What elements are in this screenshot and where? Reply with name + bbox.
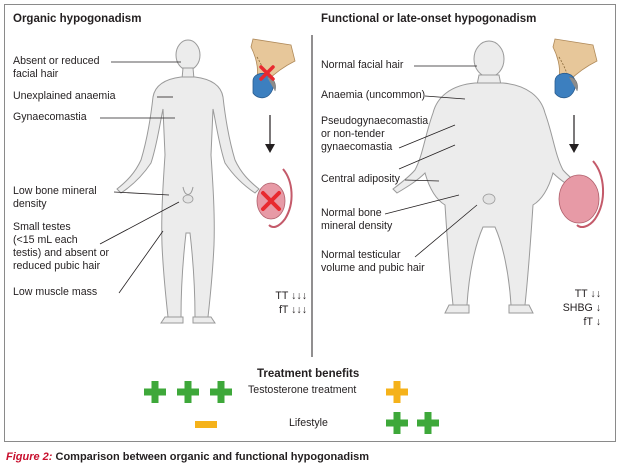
testosterone-treatment-label: Testosterone treatment (248, 384, 357, 396)
lean-right-foot (192, 316, 216, 324)
obese-right-foot (508, 304, 534, 314)
plus-icon (144, 381, 166, 403)
right-label: volume and pubic hair (321, 262, 425, 274)
left-label: Gynaecomastia (13, 111, 87, 123)
left-label: density (13, 198, 47, 210)
right-label: Central adiposity (321, 173, 400, 185)
right-hormone: SHBG ↓ (562, 302, 601, 314)
plus-icon (417, 412, 439, 434)
left-label: (<15 mL each (13, 234, 78, 246)
arrow-down-icon-left (265, 115, 275, 153)
lean-body-figure (116, 39, 260, 324)
left-label: testis) and absent or (13, 247, 109, 259)
right-label: or non-tender (321, 128, 385, 140)
lean-testes (182, 194, 194, 204)
testosterone-organic-pluses (144, 381, 232, 403)
left-title: Organic hypogonadism (13, 13, 142, 25)
minus-icon (195, 421, 217, 428)
figure-caption: Figure 2: Comparison between organic and… (6, 451, 369, 463)
left-label: Unexplained anaemia (13, 90, 116, 102)
figure-label: Figure 2: (6, 451, 53, 463)
figure-artwork (99, 35, 605, 434)
pituitary-gland-icon-left (250, 38, 296, 99)
testis-icon-right (558, 160, 605, 228)
right-label: mineral density (321, 220, 393, 232)
figure-panel: Organic hypogonadism Functional or late-… (4, 4, 616, 442)
pituitary-gland-icon-right (552, 38, 598, 99)
lifestyle-label: Lifestyle (289, 417, 328, 429)
arrow-down-icon-right (569, 115, 579, 153)
left-label: Small testes (13, 221, 71, 233)
lean-genital (182, 186, 194, 195)
obese-testes (482, 193, 496, 205)
right-label: Normal bone (321, 207, 382, 219)
cross-icon-pituitary (259, 65, 275, 81)
right-label: gynaecomastia (321, 141, 393, 153)
left-hormone: fT ↓↓↓ (278, 304, 307, 316)
right-hormone: TT ↓↓ (574, 288, 601, 300)
right-title: Functional or late-onset hypogonadism (321, 13, 537, 25)
lifestyle-functional-pluses (386, 412, 439, 434)
right-label: Normal testicular (321, 249, 401, 261)
right-leader-lines (384, 65, 478, 258)
treatment-title: Treatment benefits (257, 368, 360, 380)
right-label: Anaemia (uncommon) (321, 89, 426, 101)
right-label: Normal facial hair (321, 59, 404, 71)
left-label: facial hair (13, 68, 59, 80)
obese-left-foot (444, 304, 470, 314)
left-label: Low muscle mass (13, 286, 98, 298)
plus-icon (386, 412, 408, 434)
left-leader-lines (99, 61, 181, 294)
left-label: reduced pubic hair (13, 260, 101, 272)
left-label: Low bone mineral (13, 185, 97, 197)
testosterone-functional-pluses (386, 381, 408, 403)
lean-head (175, 39, 201, 71)
right-hormone: fT ↓ (583, 316, 601, 328)
left-label: Absent or reduced (13, 55, 100, 67)
caption-text: Comparison between organic and functiona… (52, 451, 370, 463)
obese-head (473, 40, 505, 78)
cross-icon-testis (261, 191, 281, 211)
plus-icon (210, 381, 232, 403)
plus-icon (386, 381, 408, 403)
left-hormone: TT ↓↓↓ (275, 290, 307, 302)
testis-icon-left (256, 168, 293, 228)
right-label: Pseudogynaecomastia (321, 115, 429, 127)
lean-left-foot (160, 316, 184, 324)
plus-icon (177, 381, 199, 403)
